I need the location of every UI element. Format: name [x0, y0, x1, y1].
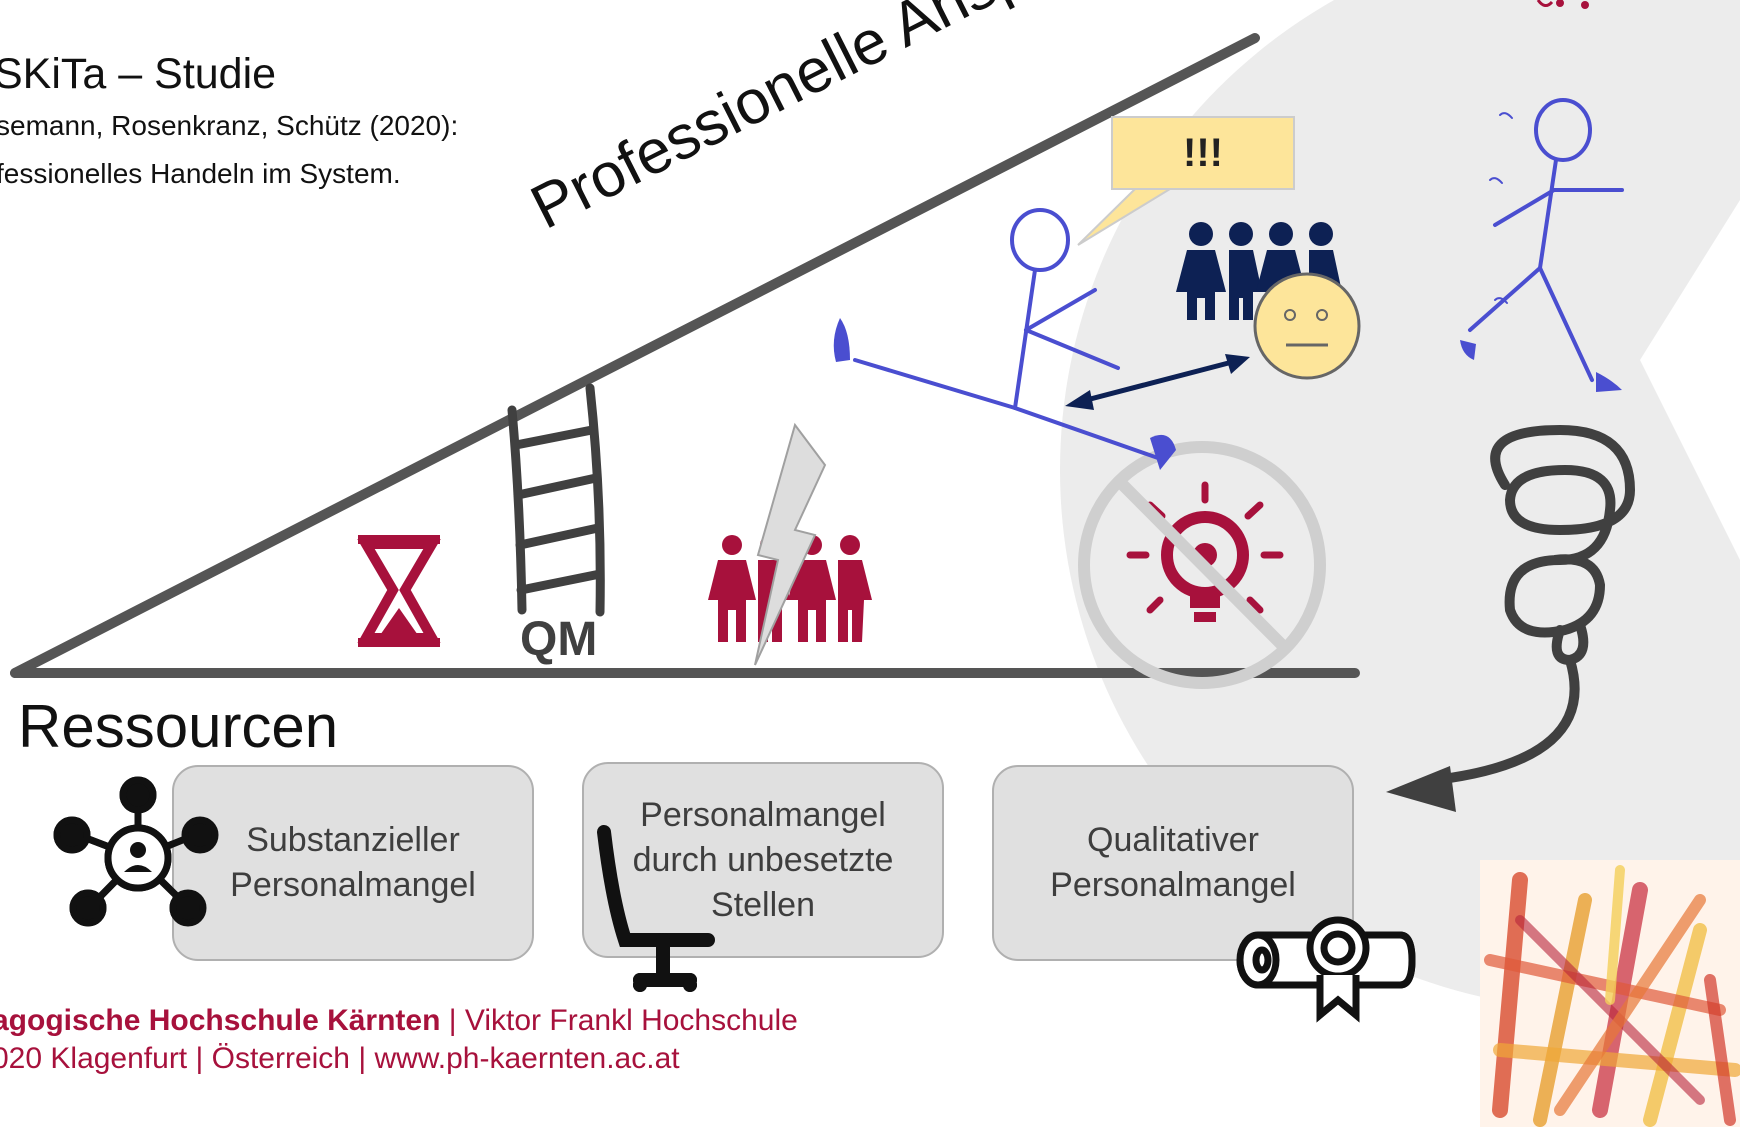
diploma-overlay — [1236, 916, 1416, 1023]
shoe-icon — [1150, 434, 1176, 470]
box-qualitative-shortage: Qualitativer Personalmangel — [992, 765, 1354, 961]
kita-logo — [1480, 860, 1740, 1127]
network-overlay — [53, 776, 219, 927]
box-label: Substanzieller Personalmangel — [230, 821, 476, 904]
neutral-face-icon — [1253, 272, 1361, 380]
citation-authors: semann, Rosenkranz, Schütz (2020): — [0, 110, 459, 141]
footer-separator: | — [440, 1004, 465, 1037]
ladder-label: QM — [520, 613, 598, 666]
shoe-icon — [1460, 340, 1476, 360]
lightning-icon — [754, 422, 827, 666]
no-ideas-icon — [1078, 441, 1326, 689]
double-arrow-icon — [1065, 354, 1250, 410]
ladder-icon — [507, 383, 605, 617]
page-title: SKiTa – Studie — [0, 50, 277, 98]
footer-tagline: Viktor Frankl Hochschule — [464, 1004, 798, 1037]
footer-institution: agogische Hochschule Kärnten — [0, 1004, 441, 1037]
box-label: Personalmangel durch unbesetzte Stellen — [632, 795, 894, 924]
resources-title: Ressourcen — [18, 693, 339, 760]
background-chevron — [1640, 200, 1740, 560]
box-vacancy-shortage: Personalmangel durch unbesetzte Stellen — [582, 762, 944, 958]
citation-title: fessionelles Handeln im System. — [0, 158, 401, 189]
chair-overlay — [597, 825, 715, 992]
running-figure-icon — [1468, 98, 1624, 382]
box-label: Qualitativer Personalmangel — [1050, 821, 1296, 904]
top-right-decoration — [1536, 0, 1589, 9]
speech-bubble-text: !!! — [1183, 130, 1223, 175]
speech-bubble-shape — [1077, 116, 1295, 246]
shoe-icon — [1596, 372, 1622, 392]
tangle-arrowhead — [1386, 766, 1456, 812]
tangle-icon — [1430, 424, 1636, 785]
box-substantial-shortage: Substanzieller Personalmangel — [172, 765, 534, 961]
footer-institution-line: agogische Hochschule Kärnten | Viktor Fr… — [0, 1004, 798, 1038]
footer-address: 020 Klagenfurt | Österreich | www.ph-kae… — [0, 1042, 680, 1075]
ramp-triangle — [10, 33, 1360, 678]
stick-figure-icon — [853, 208, 1160, 460]
shoe-icon — [833, 318, 850, 362]
hourglass-icon — [357, 535, 441, 647]
